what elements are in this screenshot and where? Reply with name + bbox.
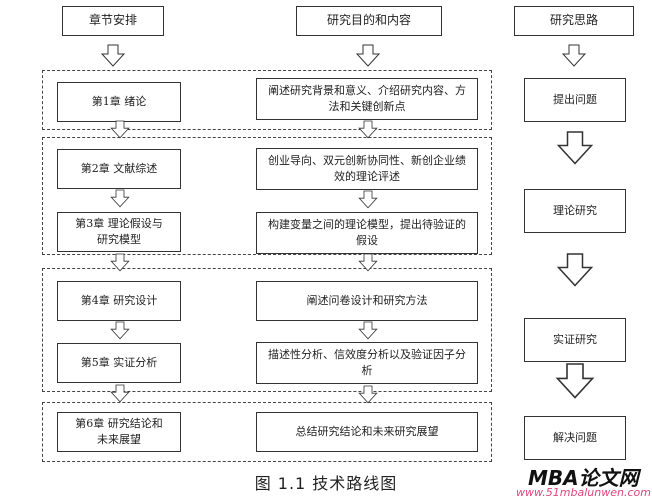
group-frame-4: [42, 402, 492, 462]
arrow-down-icon: [358, 120, 378, 139]
chapter-box-4: 第4章 研究设计: [57, 281, 181, 321]
arrow-down-icon: [358, 190, 378, 209]
arrow-down-icon: [110, 253, 130, 272]
arrow-down-icon: [358, 321, 378, 340]
arrow-down-icon: [562, 44, 586, 67]
group-frame-1: [42, 70, 492, 130]
arrow-down-icon: [557, 253, 593, 287]
group-frame-3: [42, 268, 492, 392]
group-frame-2: [42, 137, 492, 255]
watermark-brand: MBA论文网: [528, 466, 639, 490]
header-chapters: 章节安排: [62, 6, 164, 36]
arrow-down-icon: [110, 321, 130, 340]
chapter-box-6: 第6章 研究结论和未来展望: [57, 412, 181, 452]
arrow-down-icon: [556, 363, 594, 399]
content-box-6: 总结研究结论和未来研究展望: [256, 412, 478, 452]
chapter-box-5: 第5章 实证分析: [57, 343, 181, 383]
content-box-1: 阐述研究背景和意义、介绍研究内容、方法和关键创新点: [256, 78, 478, 120]
chapter-box-3: 第3章 理论假设与研究模型: [57, 212, 181, 252]
chapter-box-1: 第1章 绪论: [57, 82, 181, 122]
step-box-empirical-study: 实证研究: [524, 318, 626, 362]
content-box-3: 构建变量之间的理论模型，提出待验证的假设: [256, 212, 478, 254]
arrow-down-icon: [110, 384, 130, 403]
content-box-5: 描述性分析、信效度分析以及验证因子分析: [256, 342, 478, 384]
header-purpose: 研究目的和内容: [296, 6, 442, 36]
content-box-4: 阐述问卷设计和研究方法: [256, 281, 478, 321]
chapter-box-2: 第2章 文献综述: [57, 149, 181, 189]
header-approach: 研究思路: [514, 6, 634, 36]
step-box-raise-question: 提出问题: [524, 78, 626, 122]
watermark-url: www.51mbalunwen.com: [516, 486, 651, 499]
arrow-down-icon: [110, 120, 130, 139]
figure-caption: 图 1.1 技术路线图: [254, 474, 398, 493]
arrow-down-icon: [358, 385, 378, 404]
content-box-2: 创业导向、双元创新协同性、新创企业绩效的理论评述: [256, 148, 478, 190]
arrow-down-icon: [358, 253, 378, 272]
arrow-down-icon: [110, 189, 130, 208]
step-box-solve-question: 解决问题: [524, 416, 626, 460]
arrow-down-icon: [356, 44, 380, 67]
arrow-down-icon: [557, 131, 593, 165]
arrow-down-icon: [101, 44, 125, 67]
step-box-theory-study: 理论研究: [524, 189, 626, 233]
